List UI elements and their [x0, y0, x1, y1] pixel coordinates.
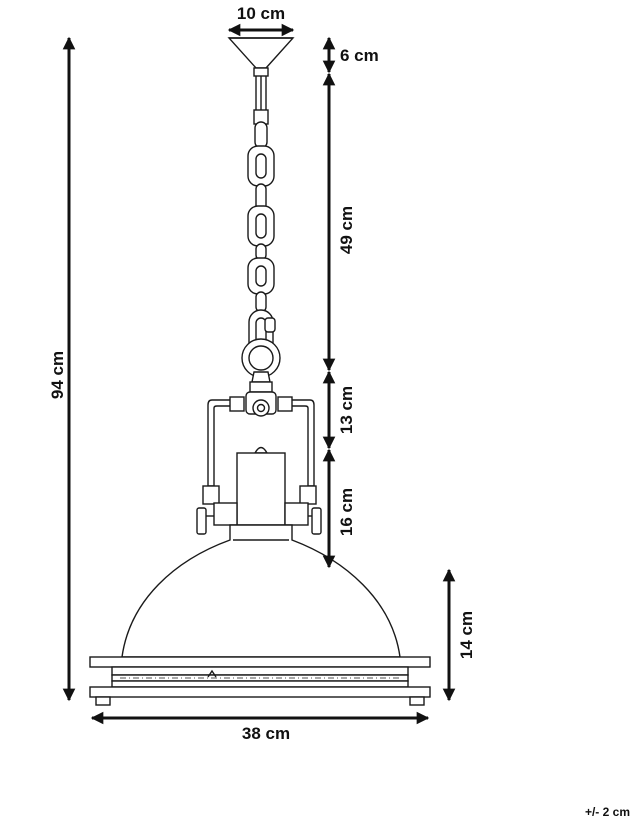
shade-height-label: 14 cm: [457, 611, 476, 659]
lamp-shade: [121, 524, 401, 658]
dimension-lines: [62, 23, 456, 725]
shade-width-label: 38 cm: [242, 724, 290, 743]
dimension-labels: 10 cm 6 cm 49 cm 13 cm 16 cm 14 cm 94 cm…: [48, 4, 630, 819]
chain-length-label: 49 cm: [337, 206, 356, 254]
bracket: [196, 371, 322, 535]
neck-height-label: 16 cm: [337, 488, 356, 536]
lamp-neck: [213, 446, 309, 526]
chain: [247, 121, 275, 313]
tolerance-note: +/- 2 cm: [585, 805, 630, 819]
shackle-ring: [241, 309, 281, 378]
bracket-height-label: 13 cm: [337, 386, 356, 434]
total-height-label: 94 cm: [48, 351, 67, 399]
canopy-width-label: 10 cm: [237, 4, 285, 23]
lamp-base-rings: [89, 656, 431, 706]
canopy-height-label: 6 cm: [340, 46, 379, 65]
pendant-lamp-drawing: [89, 37, 431, 706]
ceiling-canopy: [227, 37, 295, 125]
